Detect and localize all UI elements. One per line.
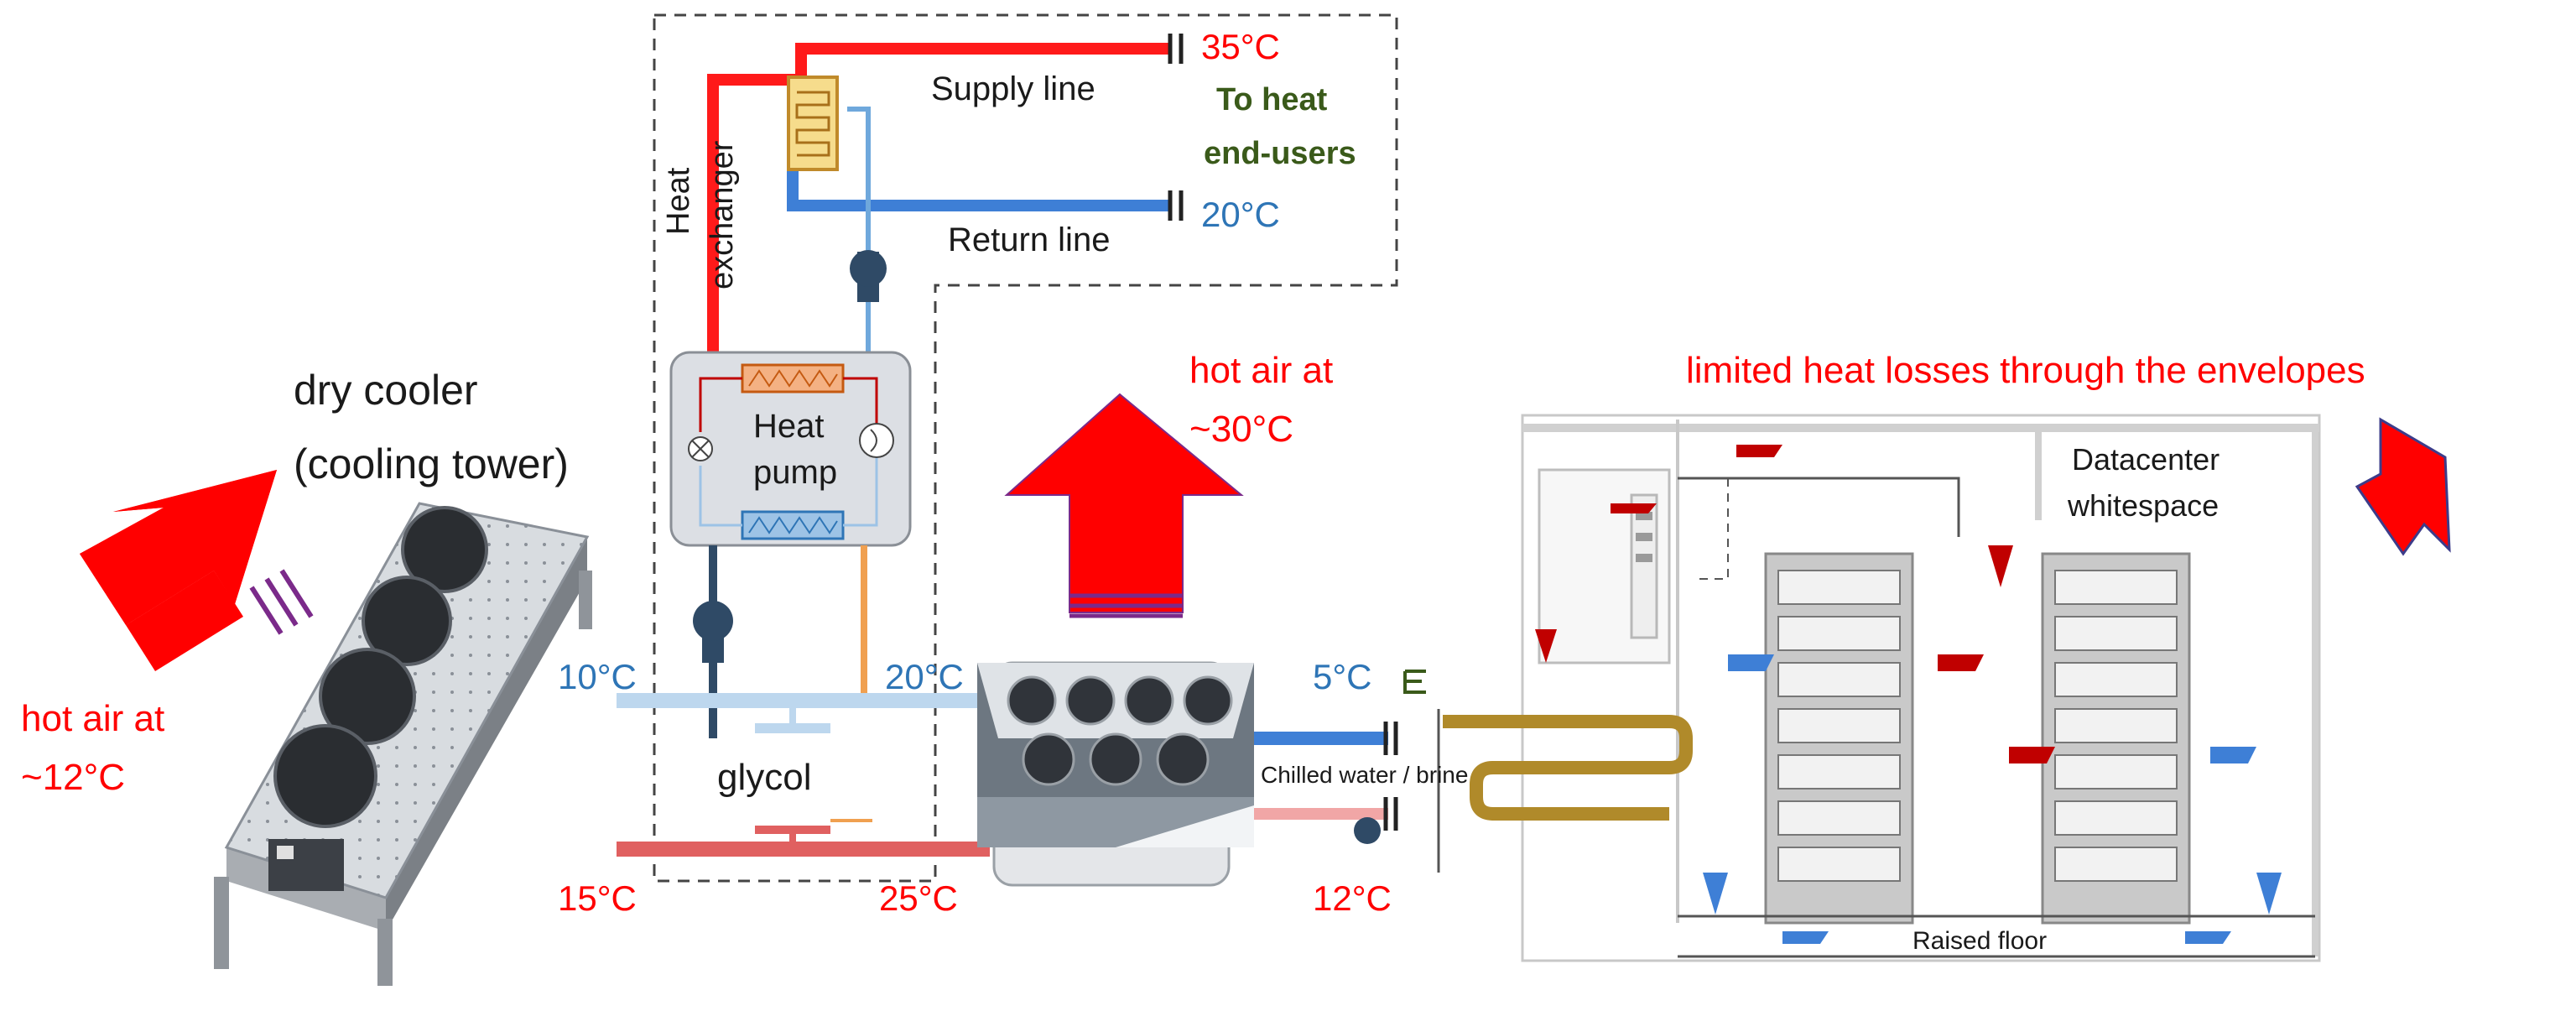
datacenter-coil (1437, 709, 1693, 873)
heat-exchanger-label-2: exchanger (705, 140, 740, 289)
glycol-temp-cold-in: 10°C (558, 657, 637, 696)
chiller-unit (977, 661, 1254, 887)
return-temp: 20°C (1201, 195, 1280, 234)
end-users-label-1: To heat (1216, 82, 1328, 117)
supply-endcap (1168, 34, 1184, 64)
drycooler-hot-air-label-2: ~12°C (21, 757, 126, 798)
datacenter-room (1521, 414, 2321, 962)
chilled-water-label: Chilled water / brine (1261, 762, 1469, 788)
glycol-temp-return-left: 15°C (558, 878, 637, 918)
hot-air-arrow-drycooler (80, 470, 314, 671)
heat-losses-label: limited heat losses through the envelope… (1686, 350, 2365, 391)
datacenter-title-2: whitespace (2068, 488, 2220, 523)
heat-pump-label-1: Heat (753, 408, 825, 445)
raised-floor-label: Raised floor (1912, 927, 2048, 955)
chiller-hot-air-label-2: ~30°C (1189, 409, 1294, 450)
supply-temp: 35°C (1201, 27, 1280, 66)
chiller-hot-air-label-1: hot air at (1189, 350, 1334, 391)
glycol-temp-return-right: 25°C (879, 878, 958, 918)
glycol-temp-warm-out: 20°C (885, 657, 964, 696)
heat-pump-box (669, 351, 912, 547)
heat-loss-arrow-envelope (2355, 417, 2451, 556)
dry-cooler-label-1: dry cooler (294, 367, 478, 414)
glycol-pump-icon (693, 601, 733, 663)
chilled-water-label-box (1254, 751, 1485, 801)
chilled-water-return-temp: 12°C (1313, 878, 1392, 918)
heat-exchanger (787, 76, 839, 171)
return-endcap (1168, 190, 1184, 221)
hot-air-arrow-chiller (1004, 393, 1244, 618)
dry-cooler-label-2: (cooling tower) (294, 440, 569, 487)
glycol-supply-pipe (617, 693, 986, 733)
pump-icon (850, 250, 887, 302)
datacenter-title-1: Datacenter (2072, 442, 2220, 477)
supply-line-label: Supply line (931, 70, 1095, 107)
heat-pump-label-2: pump (753, 454, 838, 491)
chilled-water-endcaps (1383, 722, 1398, 831)
glycol-label: glycol (717, 757, 812, 798)
glycol-return-pipe (617, 819, 990, 857)
end-users-label-2: end-users (1204, 136, 1356, 171)
heat-exchanger-label-1: Heat (661, 167, 696, 235)
drycooler-hot-air-label-1: hot air at (21, 698, 165, 739)
chilled-water-supply-temp: 5°C (1313, 657, 1372, 696)
heat-recovery-boundary (653, 13, 1398, 883)
brine-pump-icon (1354, 817, 1381, 844)
sensor-icon (1403, 670, 1426, 694)
dry-cooler-icon (214, 502, 592, 986)
return-line-label: Return line (948, 221, 1111, 258)
